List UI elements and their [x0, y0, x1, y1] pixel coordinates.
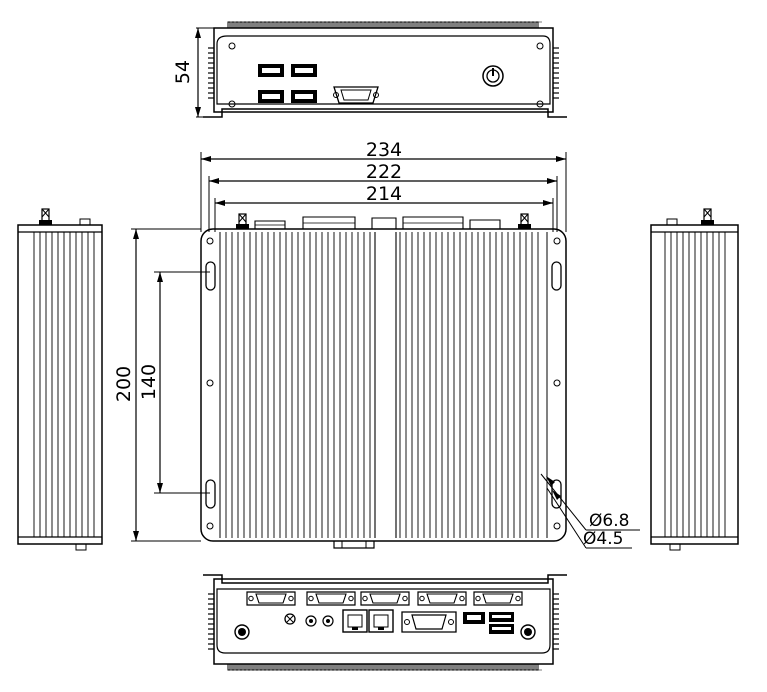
mounting-hole [553, 522, 561, 530]
left-side-view [17, 208, 103, 551]
hole-callout: Ø6.8 Ø4.5 [540, 473, 640, 549]
dimension-label: 234 [366, 139, 402, 161]
rear-panel-view [203, 574, 567, 671]
usb-port-icon [489, 612, 514, 622]
power-button-icon [482, 65, 504, 87]
mounting-hole [206, 237, 214, 245]
screw-icon [419, 595, 425, 602]
usb-port-icon [291, 64, 317, 77]
serial-port-outline [246, 591, 296, 606]
side-fin-comb [208, 47, 559, 99]
connector-outline [469, 219, 501, 229]
ethernet-port-icon [368, 609, 394, 633]
fin-comb [227, 663, 540, 671]
screw-icon [515, 595, 521, 602]
usb-port-icon [489, 624, 514, 634]
usb-port-icon [291, 90, 317, 103]
screw-icon [362, 595, 368, 602]
serial-port-shell [482, 593, 514, 604]
antenna-connector-icon [520, 624, 536, 640]
serial-port-shell [426, 593, 458, 604]
top-fin-comb [227, 21, 542, 29]
serial-port-icon [246, 591, 296, 606]
audio-jack-icon [305, 615, 317, 627]
dimension-label: 214 [366, 183, 402, 205]
screw-icon [402, 595, 408, 602]
serial-port-icon [306, 591, 356, 606]
hole-diameter-small: 4.5 [596, 529, 623, 549]
diameter-symbol: Ø [589, 511, 602, 531]
serial-port-icon [360, 591, 410, 606]
screw-icon [459, 595, 465, 602]
mounting-slot [551, 261, 562, 291]
antenna-connector-icon [234, 624, 250, 640]
diameter-symbol: Ø [583, 529, 596, 549]
svg-text:Ø4.5: Ø4.5 [583, 529, 623, 549]
connector-outline [371, 217, 397, 229]
serial-port-outline [417, 591, 467, 606]
screw-icon [536, 100, 544, 108]
screw-icon [288, 595, 294, 602]
mounting-slot [205, 479, 216, 509]
antenna-icon [701, 208, 714, 225]
front-panel-view: 54 [172, 21, 567, 118]
dimension-depth-mount: 140 [138, 271, 210, 494]
connector-outlines [254, 216, 501, 229]
hole-diameter-large: 6.8 [602, 511, 629, 531]
serial-port-outline [360, 591, 410, 606]
bottom-fin-comb [227, 663, 542, 671]
dimension-label: 140 [138, 364, 160, 400]
side-fins [664, 232, 726, 537]
serial-port-outline [306, 591, 356, 606]
mounting-hole [206, 379, 214, 387]
dimension-label: 200 [113, 366, 135, 402]
serial-port-shell [255, 593, 287, 604]
serial-port-icon [333, 86, 379, 104]
screw-icon [228, 42, 236, 50]
usb-port-icon [258, 64, 284, 77]
serial-ports [246, 591, 523, 606]
antenna-icon [39, 208, 52, 225]
svg-text:Ø6.8: Ø6.8 [589, 511, 629, 531]
heat-sink-fins [225, 232, 539, 538]
dimension-label: 222 [366, 161, 402, 183]
screw-icon [348, 595, 354, 602]
dc-jack-icon [284, 613, 296, 625]
right-side-view [650, 208, 739, 551]
screw-icon [475, 595, 481, 602]
side-fin-comb [208, 593, 559, 650]
fin-comb [227, 21, 540, 29]
hdmi-port-icon [463, 612, 485, 624]
screw-icon [308, 595, 314, 602]
serial-port-icon [417, 591, 467, 606]
serial-port-icon [473, 591, 523, 606]
width-dimensions: 234 222 214 [200, 139, 567, 232]
audio-jack-icon [322, 615, 334, 627]
mounting-hole [206, 522, 214, 530]
usb-port-icon [258, 90, 284, 103]
serial-port-outline [473, 591, 523, 606]
screw-icon [536, 42, 544, 50]
vga-port-icon [401, 611, 457, 633]
mounting-slot [551, 479, 562, 509]
serial-port-shell [315, 593, 347, 604]
connector-outline [333, 541, 375, 549]
screw-icon [248, 595, 254, 602]
ethernet-port-icon [342, 609, 368, 633]
antenna-icon [518, 213, 531, 229]
dimension-label: 54 [172, 60, 194, 84]
screw-icon [228, 100, 236, 108]
top-view: 200 140 Ø6.8 Ø4.5 [113, 213, 640, 549]
serial-port-shell [369, 593, 401, 604]
mounting-slot [205, 261, 216, 291]
dimension-height-front: 54 [172, 27, 214, 118]
dimension-depth-overall: 200 [113, 228, 201, 542]
side-fins [33, 232, 95, 537]
mounting-hole [553, 237, 561, 245]
mounting-hole [553, 379, 561, 387]
antenna-icon [236, 213, 249, 229]
